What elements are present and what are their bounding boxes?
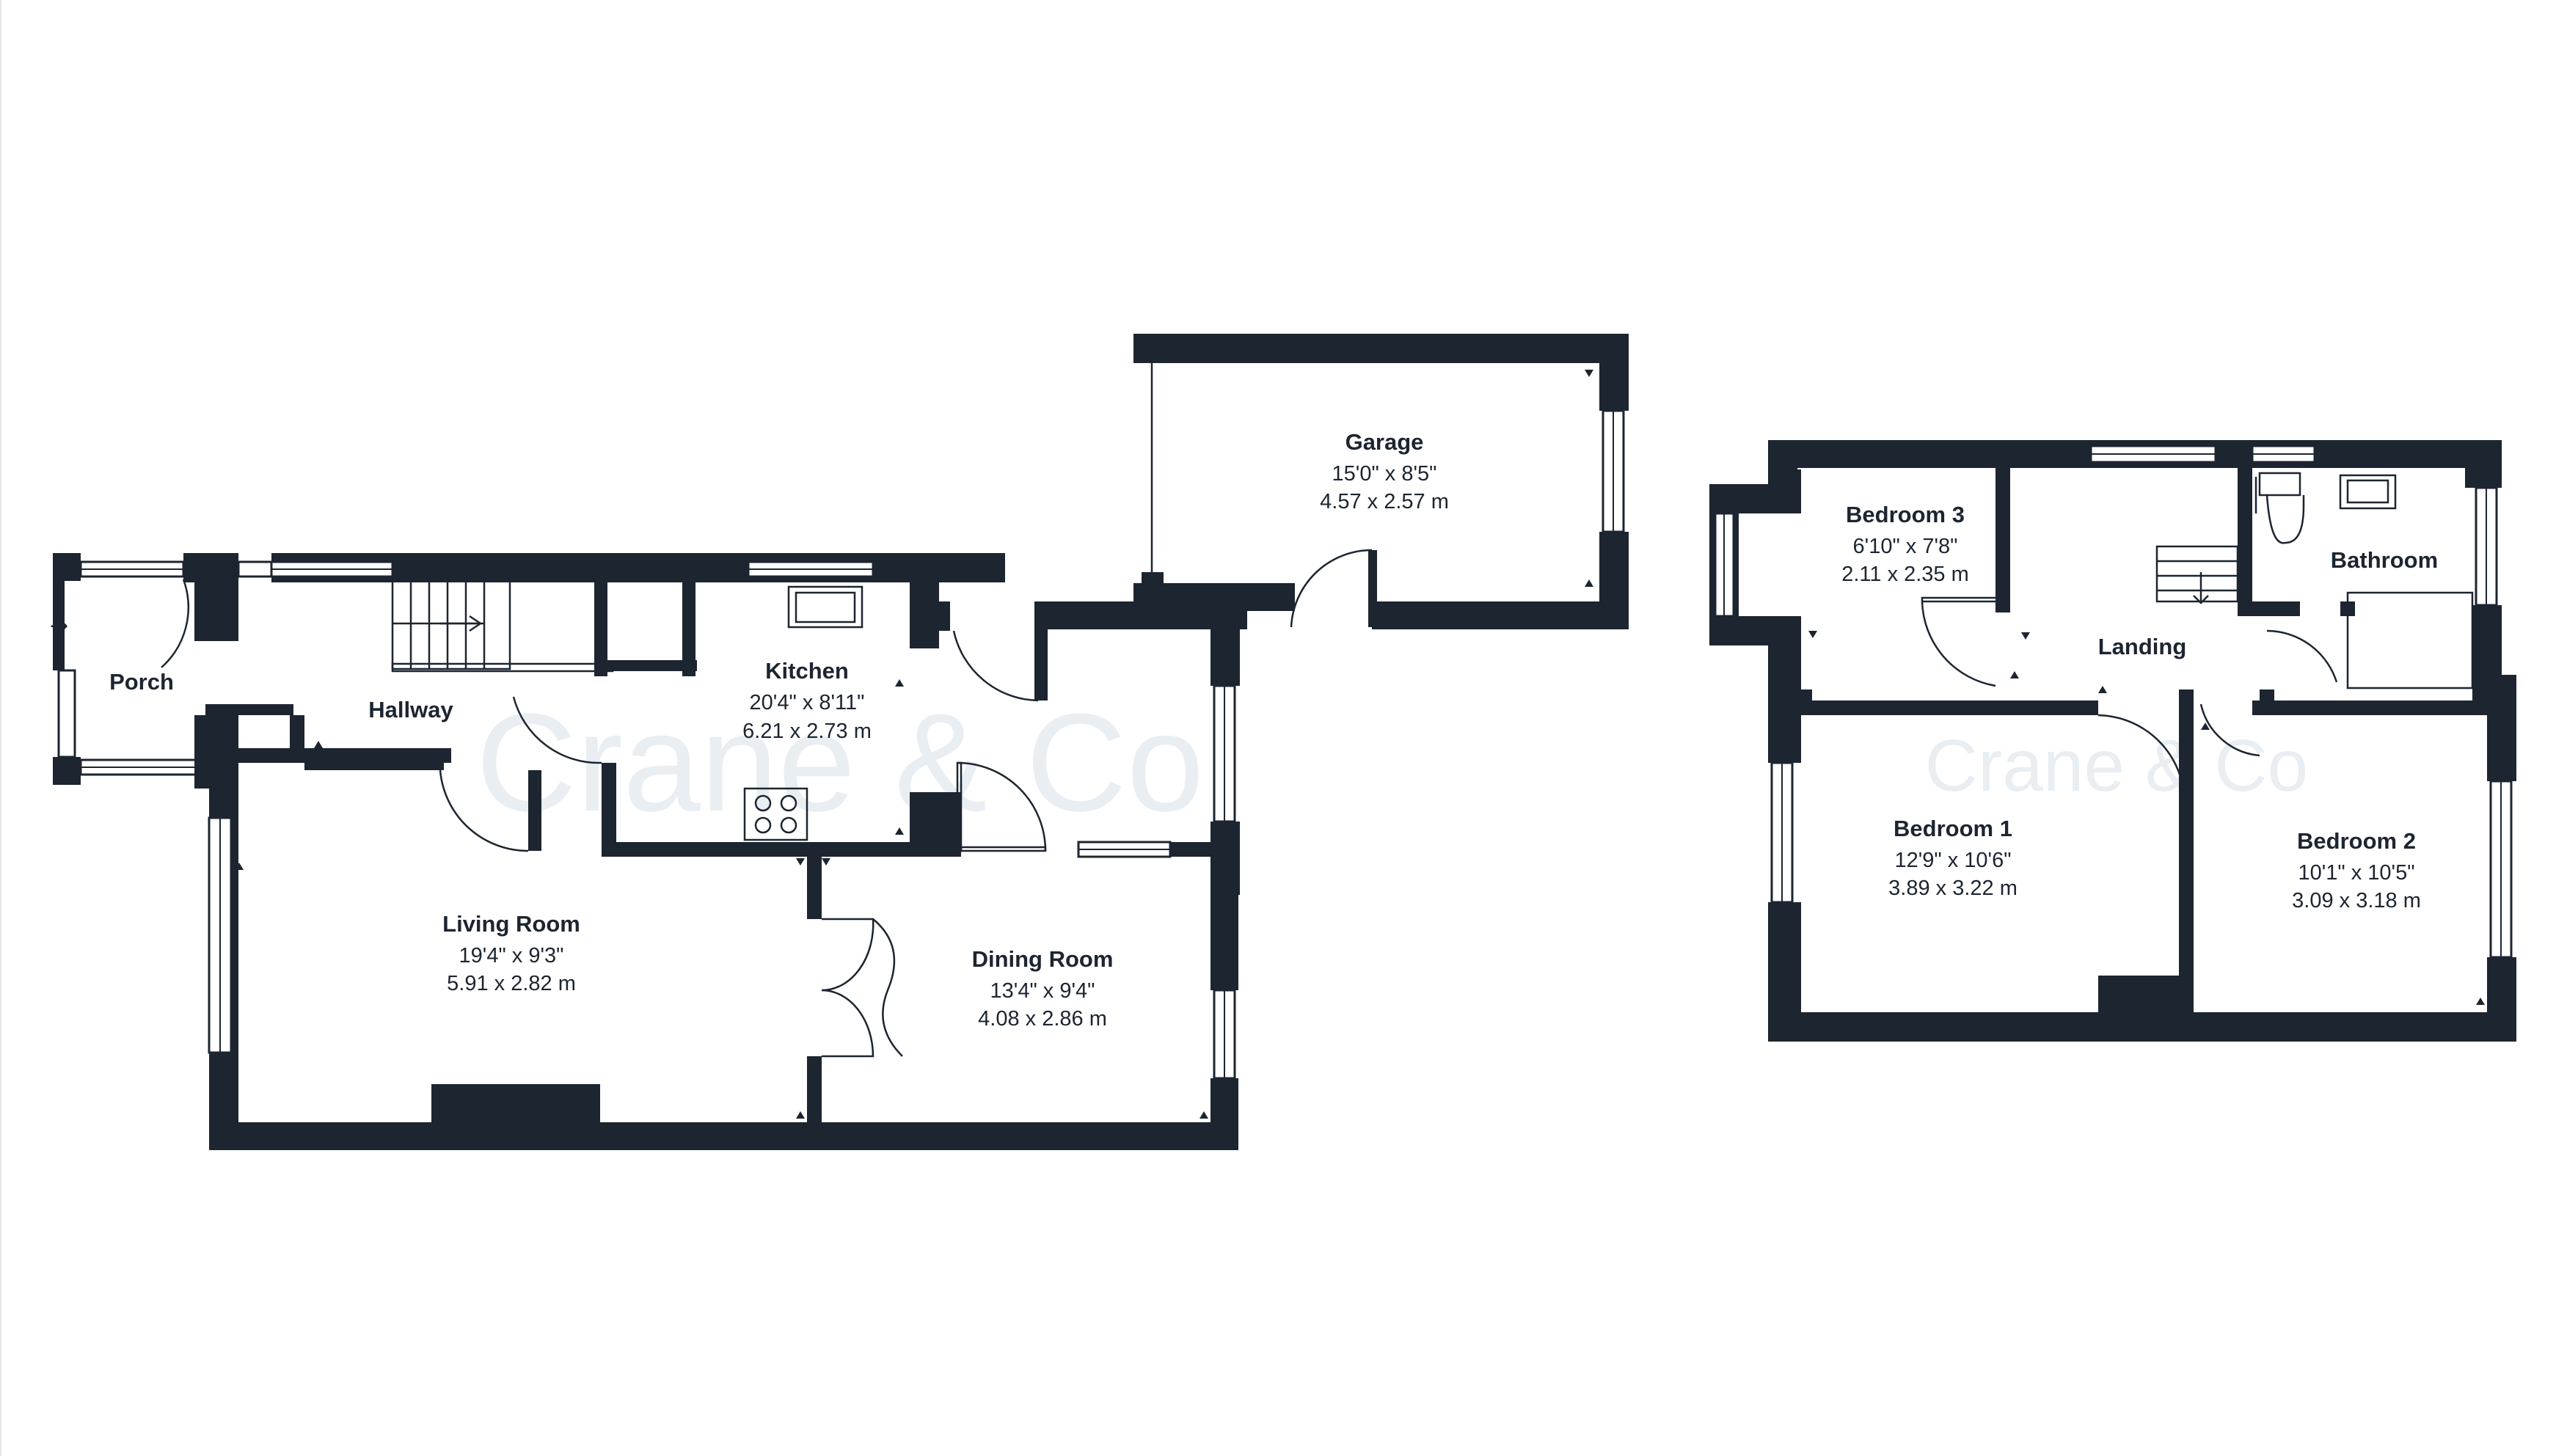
room-labels: Porch Hallway Kitchen 20'4" x 8'11" 6.21… (109, 429, 2438, 1031)
room-dim-bedroom-3-metric: 2.11 x 2.35 m (1841, 563, 1969, 586)
room-label-bathroom: Bathroom (2331, 547, 2438, 573)
svg-text:→: → (50, 613, 68, 639)
ground-floor: → (50, 334, 1629, 1150)
room-label-bedroom-2: Bedroom 2 (2297, 828, 2416, 854)
room-label-bedroom-3: Bedroom 3 (1846, 502, 1965, 527)
room-label-landing: Landing (2098, 634, 2187, 659)
room-label-living-room: Living Room (442, 911, 580, 937)
room-dim-kitchen-imperial: 20'4" x 8'11" (750, 691, 865, 714)
room-dim-living-room-imperial: 19'4" x 9'3" (459, 944, 564, 967)
room-dim-bedroom-1-imperial: 12'9" x 10'6" (1894, 849, 2011, 872)
room-dim-bedroom-2-imperial: 10'1" x 10'5" (2298, 861, 2414, 885)
first-floor (1709, 440, 2516, 1042)
room-label-kitchen: Kitchen (765, 658, 849, 684)
room-label-porch: Porch (109, 669, 174, 695)
room-dim-bedroom-3-imperial: 6'10" x 7'8" (1853, 535, 1958, 558)
room-dim-garage-imperial: 15'0" x 8'5" (1332, 462, 1437, 486)
room-dim-living-room-metric: 5.91 x 2.82 m (447, 972, 576, 995)
room-dim-dining-room-metric: 4.08 x 2.86 m (978, 1007, 1107, 1031)
page-left-edge (0, 0, 1, 1456)
watermark-first: Crane & Co (1925, 725, 2308, 807)
room-dim-bedroom-2-metric: 3.09 x 3.18 m (2292, 889, 2421, 912)
room-dim-bedroom-1-metric: 3.89 x 3.22 m (1888, 877, 2018, 900)
room-label-garage: Garage (1345, 429, 1424, 455)
room-dim-kitchen-metric: 6.21 x 2.73 m (742, 720, 872, 743)
stairs-first (2155, 545, 2239, 604)
room-label-bedroom-1: Bedroom 1 (1894, 816, 2012, 841)
room-label-dining-room: Dining Room (972, 946, 1114, 972)
room-dim-garage-metric: 4.57 x 2.57 m (1320, 490, 1449, 513)
room-label-hallway: Hallway (368, 697, 453, 722)
room-dim-dining-room-imperial: 13'4" x 9'4" (990, 979, 1095, 1003)
stairs-ground (391, 579, 614, 673)
